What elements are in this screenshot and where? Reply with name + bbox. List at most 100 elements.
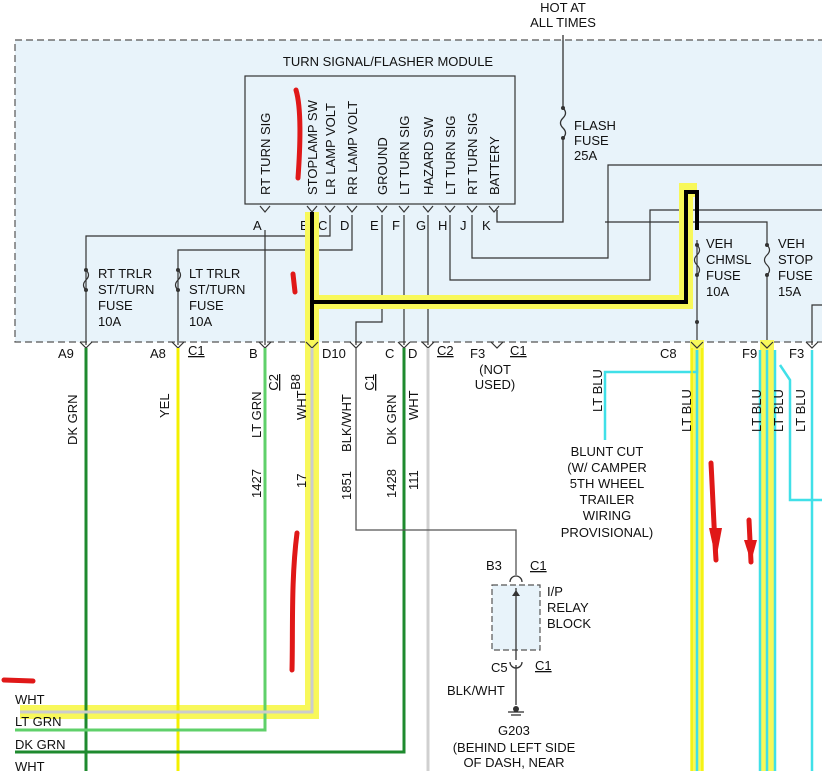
stoplamp-wire xyxy=(310,190,699,340)
stop-fuse-3: FUSE xyxy=(778,268,813,283)
bottom-wht-1: WHT xyxy=(15,692,45,707)
pin-connector xyxy=(324,205,336,213)
bottom-dk-grn: DK GRN xyxy=(15,737,66,752)
wire-label: BLK/WHT xyxy=(339,394,354,452)
relay-c5: C5 xyxy=(491,660,508,675)
lt-blu-wires xyxy=(603,350,822,771)
rt-trlr-fuse-3: FUSE xyxy=(98,298,133,313)
conn-c: C xyxy=(385,346,394,361)
relay-c1-top: C1 xyxy=(530,558,547,573)
conn-f9: F9 xyxy=(742,346,757,361)
chmsl-fuse-2: CHMSL xyxy=(706,252,752,267)
rt-trlr-fuse-2: ST/TURN xyxy=(98,282,154,297)
pin-connector xyxy=(398,205,410,213)
pin-connector xyxy=(376,205,388,213)
relay-b3: B3 xyxy=(486,558,502,573)
pin-letter: J xyxy=(460,218,467,233)
conn-f3: F3 xyxy=(470,346,485,361)
bottom-lt-grn: LT GRN xyxy=(15,714,61,729)
flash-fuse-label-2: FUSE xyxy=(574,133,609,148)
blunt-cut-3: 5TH WHEEL xyxy=(570,476,644,491)
conn-d10: D10 xyxy=(322,346,346,361)
conn-c1-c: C1 xyxy=(510,343,527,358)
lt-trlr-fuse-3: FUSE xyxy=(189,298,224,313)
wht-wire xyxy=(20,348,314,714)
stop-fuse-4: 15A xyxy=(778,284,801,299)
flash-fuse xyxy=(496,35,567,223)
pin-connector xyxy=(346,205,358,213)
wire-label: LT BLU xyxy=(749,389,764,432)
pin-label: RR LAMP VOLT xyxy=(345,101,360,195)
wire-label: 17 xyxy=(294,474,309,488)
conn-b: B xyxy=(249,346,258,361)
pin-label: LT TURN SIG xyxy=(443,116,458,195)
wire-label: LT BLU xyxy=(771,389,786,432)
pin-letter: B xyxy=(300,218,309,233)
blunt-cut-1: BLUNT CUT xyxy=(571,444,644,459)
lower-wires xyxy=(15,348,517,771)
wire-label: WHT xyxy=(406,390,421,420)
pin-label: GROUND xyxy=(375,137,390,195)
stop-fuse-2: STOP xyxy=(778,252,813,267)
not-used-1: (NOT xyxy=(479,362,511,377)
wire-label: 1851 xyxy=(339,471,354,500)
ground-loc-1: (BEHIND LEFT SIDE xyxy=(453,740,576,755)
conn-c1-a: C1 xyxy=(188,343,205,358)
blunt-cut-4: TRAILER xyxy=(580,492,635,507)
pin-label: HAZARD SW xyxy=(421,116,436,195)
pin-connector xyxy=(466,205,478,213)
flash-fuse-label-3: 25A xyxy=(574,148,597,163)
bottom-wht-2: WHT xyxy=(15,759,45,771)
pin-label: RT TURN SIG xyxy=(465,113,480,195)
pin-label: BATTERY xyxy=(487,136,502,195)
pin-letter: G xyxy=(416,218,426,233)
wire-label: DK GRN xyxy=(65,394,80,445)
pin-connector xyxy=(488,205,500,213)
rt-trlr-fuse-4: 10A xyxy=(98,314,121,329)
blunt-cut-2: (W/ CAMPER xyxy=(567,460,646,475)
pin-letter: K xyxy=(482,218,491,233)
wire-label: DK GRN xyxy=(384,394,399,445)
wire-label: LT BLU xyxy=(679,389,694,432)
pin-label: LR LAMP VOLT xyxy=(323,103,338,195)
internal-wires xyxy=(85,164,822,345)
chmsl-fuse-3: FUSE xyxy=(706,268,741,283)
conn-c1-b: C1 xyxy=(362,374,377,391)
pin-letter: D xyxy=(340,218,349,233)
hot-label-2: ALL TIMES xyxy=(530,15,596,30)
pin-connector xyxy=(422,205,434,213)
pin-letter: C xyxy=(318,218,327,233)
pin-label: RT TURN SIG xyxy=(258,113,273,195)
lt-trlr-fuse-1: LT TRLR xyxy=(189,266,240,281)
relay-c1-bottom: C1 xyxy=(535,658,552,673)
trailer-fuses xyxy=(82,244,771,291)
pin-label: LT TURN SIG xyxy=(397,116,412,195)
chmsl-fuse-1: VEH xyxy=(706,236,733,251)
lt-trlr-fuse-2: ST/TURN xyxy=(189,282,245,297)
ground-g203: G203 xyxy=(498,723,530,738)
lt-trlr-fuse-4: 10A xyxy=(189,314,212,329)
turn-signal-module xyxy=(244,75,516,205)
pin-letter: H xyxy=(438,218,447,233)
conn-a9: A9 xyxy=(58,346,74,361)
ground-loc-2: OF DASH, NEAR xyxy=(463,755,564,770)
pin-connector xyxy=(259,205,271,213)
module-title: TURN SIGNAL/FLASHER MODULE xyxy=(283,54,494,69)
wire-label: LT BLU xyxy=(590,369,605,412)
wire-label: YEL xyxy=(157,393,172,418)
relay-label-2: RELAY xyxy=(547,600,589,615)
conn-c8: C8 xyxy=(660,346,677,361)
stop-fuse-1: VEH xyxy=(778,236,805,251)
wire-label: WHT xyxy=(294,390,309,420)
conn-c2-b: C2 xyxy=(437,343,454,358)
chmsl-fuse-4: 10A xyxy=(706,284,729,299)
relay-wire: BLK/WHT xyxy=(447,683,505,698)
conn-d: D xyxy=(408,346,417,361)
conn-c2: C2 xyxy=(266,374,281,391)
conn-b8: B8 xyxy=(288,374,303,390)
blunt-cut-5: WIRING xyxy=(583,508,631,523)
pin-connector xyxy=(444,205,456,213)
conn-a8: A8 xyxy=(150,346,166,361)
pin-letter: A xyxy=(253,218,262,233)
